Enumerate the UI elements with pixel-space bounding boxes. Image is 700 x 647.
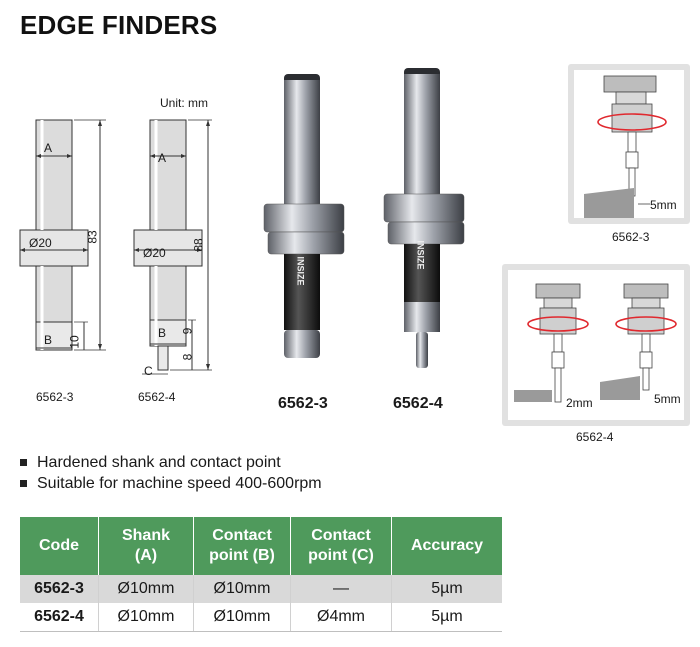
table-row: 6562-3 Ø10mm Ø10mm — 5µm bbox=[20, 575, 502, 603]
usage-illustration-6562-3 bbox=[574, 70, 684, 218]
gap-label-right: 5mm bbox=[654, 392, 681, 406]
dim-b-label: B bbox=[158, 326, 167, 340]
cell-code: 6562-3 bbox=[20, 575, 99, 603]
dim-a-label: A bbox=[44, 141, 53, 155]
drawing-6562-4 bbox=[133, 119, 212, 375]
table-row: 6562-4 Ø10mm Ø10mm Ø4mm 5µm bbox=[20, 603, 502, 632]
usage-caption: 6562-4 bbox=[576, 430, 614, 444]
dim-b-label: B bbox=[44, 333, 53, 347]
cell-shank: Ø10mm bbox=[98, 603, 194, 632]
dim-length-label: 88 bbox=[191, 238, 206, 252]
page-title: EDGE FINDERS bbox=[20, 10, 218, 40]
feature-item: Hardened shank and contact point bbox=[20, 452, 322, 473]
feature-list: Hardened shank and contact point Suitabl… bbox=[20, 452, 322, 494]
cell-contact-c: Ø4mm bbox=[290, 603, 392, 632]
brand-label: INSIZE bbox=[295, 256, 306, 286]
dim-length-label: 83 bbox=[85, 230, 100, 244]
header-code: Code bbox=[20, 517, 99, 575]
brand-label: INSIZE bbox=[415, 240, 426, 270]
usage-caption: 6562-3 bbox=[612, 230, 650, 244]
dim-c-label: C bbox=[144, 364, 153, 378]
header-accuracy: Accuracy bbox=[391, 517, 502, 575]
unit-label: Unit: mm bbox=[160, 96, 208, 110]
cell-code: 6562-4 bbox=[20, 603, 99, 632]
feature-item: Suitable for machine speed 400-600rpm bbox=[20, 473, 322, 494]
dim-c-length-label: 8 bbox=[180, 353, 195, 361]
dim-b-length-label: 10 bbox=[67, 335, 82, 349]
dim-diameter-label: Ø20 bbox=[143, 246, 166, 260]
usage-illustration-6562-4 bbox=[508, 270, 684, 420]
gap-label-left: 2mm bbox=[566, 396, 593, 410]
drawing-6562-3 bbox=[19, 119, 106, 351]
header-shank: Shank(A) bbox=[98, 517, 194, 575]
cell-contact-b: Ø10mm bbox=[193, 603, 291, 632]
dim-b-length-label: 9 bbox=[180, 327, 195, 335]
bullet-icon bbox=[20, 459, 27, 466]
dim-diameter-label: Ø20 bbox=[29, 236, 52, 250]
gap-label: 5mm bbox=[650, 198, 677, 212]
cell-accuracy: 5µm bbox=[391, 575, 502, 603]
cell-contact-c: — bbox=[290, 575, 392, 603]
product-photo-6562-4 bbox=[383, 68, 465, 368]
cell-contact-b: Ø10mm bbox=[193, 575, 291, 603]
drawing-caption: 6562-3 bbox=[36, 390, 74, 404]
product-label-6562-3: 6562-3 bbox=[278, 395, 328, 412]
product-label-6562-4: 6562-4 bbox=[393, 395, 443, 412]
drawing-caption: 6562-4 bbox=[138, 390, 176, 404]
bullet-icon bbox=[20, 480, 27, 487]
product-photo-6562-3 bbox=[263, 74, 345, 358]
cell-accuracy: 5µm bbox=[391, 603, 502, 632]
cell-shank: Ø10mm bbox=[98, 575, 194, 603]
dim-a-label: A bbox=[158, 151, 167, 165]
